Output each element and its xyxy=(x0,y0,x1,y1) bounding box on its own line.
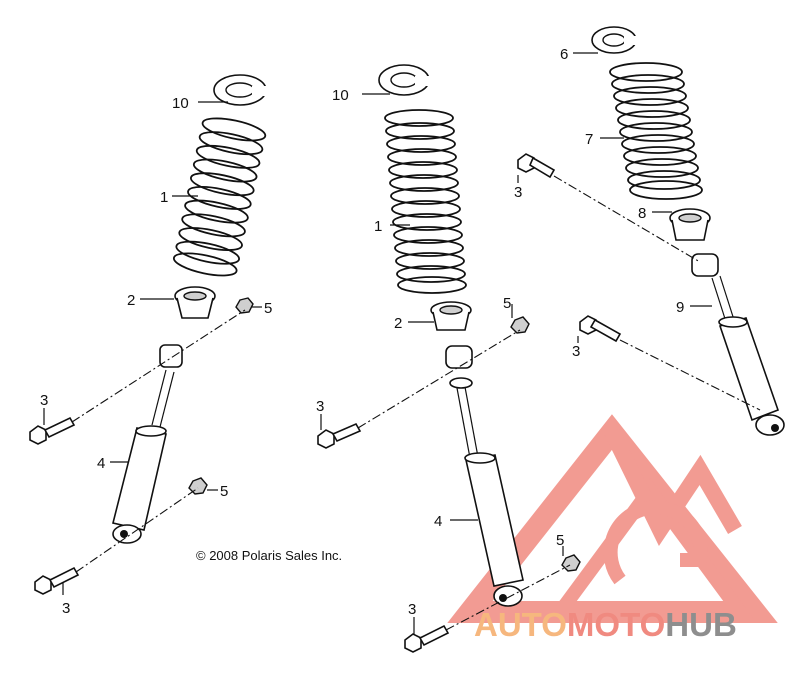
callout-1-left: 1 xyxy=(160,189,168,206)
callout-2-left: 2 xyxy=(127,292,135,309)
callout-3-center-upper: 3 xyxy=(316,398,324,415)
center-assembly xyxy=(317,64,581,653)
watermark-moto: MOTO xyxy=(567,606,665,643)
bolt-3-upper xyxy=(517,153,556,179)
bolt-3-upper xyxy=(317,422,362,449)
callout-3-left-upper: 3 xyxy=(40,392,48,409)
callout-3-right-lower: 3 xyxy=(572,343,580,360)
nut-5-upper xyxy=(235,297,254,314)
shock-absorber-9 xyxy=(691,253,785,436)
shock-absorber-4 xyxy=(445,345,524,607)
spring-seat-8 xyxy=(669,208,711,241)
spring-retainer-10 xyxy=(378,64,431,96)
callout-5-left-lower: 5 xyxy=(220,483,228,500)
spring-retainer-6 xyxy=(591,26,638,54)
watermark-logo xyxy=(447,414,778,623)
callout-4-left: 4 xyxy=(97,455,105,472)
callout-3-center-lower: 3 xyxy=(408,601,416,618)
watermark-text: AUTOMOTOHUB xyxy=(474,606,737,643)
callout-7-right: 7 xyxy=(585,131,593,148)
callout-5-center-upper: 5 xyxy=(503,295,511,312)
spring-seat-2 xyxy=(174,286,216,319)
watermark-hub: HUB xyxy=(665,606,737,643)
callout-3-left-lower: 3 xyxy=(62,600,70,617)
coil-spring-1 xyxy=(172,114,267,277)
bolt-3-lower xyxy=(404,624,450,653)
copyright-notice: © 2008 Polaris Sales Inc. xyxy=(196,548,342,563)
callout-labels: 10 1 2 5 3 4 5 3 10 1 2 5 3 4 5 3 6 7 3 … xyxy=(40,46,684,618)
bolt-3-upper xyxy=(29,416,76,445)
bolt-3-lower xyxy=(579,315,622,343)
callout-5-center-lower: 5 xyxy=(556,532,564,549)
callout-8-right: 8 xyxy=(638,205,646,222)
right-assembly xyxy=(517,26,785,436)
callout-3-right-upper: 3 xyxy=(514,184,522,201)
callout-4-center: 4 xyxy=(434,513,442,530)
coil-spring-7 xyxy=(609,62,703,200)
callout-10-left: 10 xyxy=(172,95,189,112)
callout-2-center: 2 xyxy=(394,315,402,332)
shock-absorber-4 xyxy=(112,344,183,544)
callout-9-right: 9 xyxy=(676,299,684,316)
left-assembly xyxy=(29,74,268,595)
callout-6-right: 6 xyxy=(560,46,568,63)
callout-10-center: 10 xyxy=(332,87,349,104)
nut-5-upper xyxy=(510,316,530,334)
spring-retainer-10 xyxy=(213,74,268,106)
callout-5-left-upper: 5 xyxy=(264,300,272,317)
nut-5-lower xyxy=(188,477,208,495)
coil-spring-1 xyxy=(384,109,467,294)
callout-1-center: 1 xyxy=(374,218,382,235)
nut-5-lower xyxy=(561,554,581,572)
watermark-auto: AUTO xyxy=(474,606,567,643)
bolt-3-lower xyxy=(34,566,80,595)
spring-seat-2 xyxy=(430,301,472,331)
